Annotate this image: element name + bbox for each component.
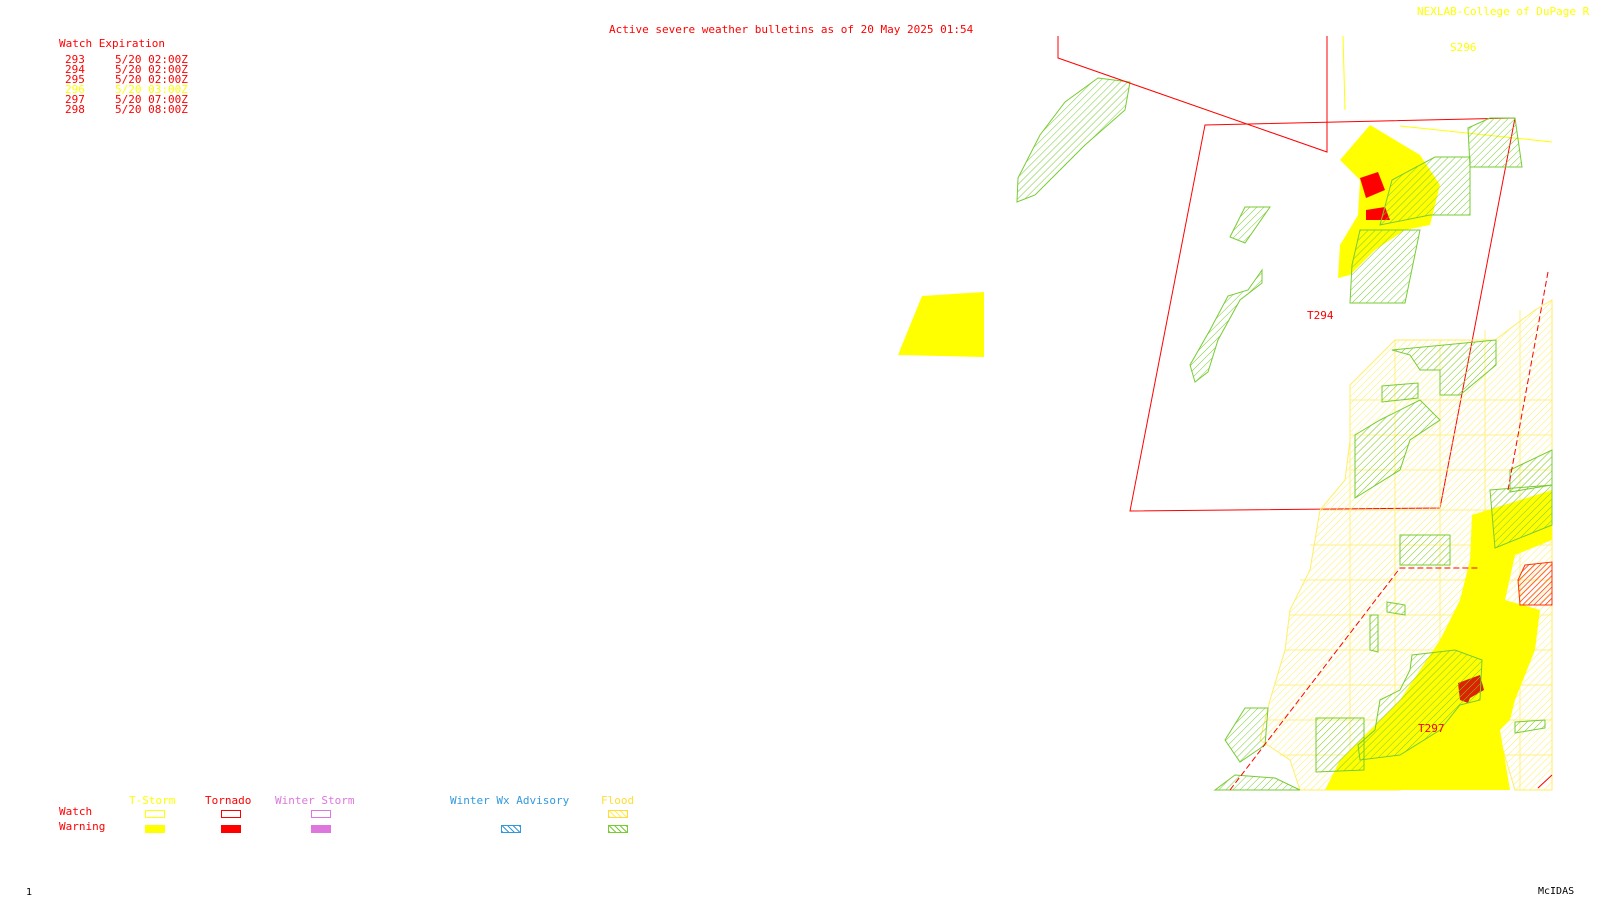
winter-storm-watch-swatch: [311, 810, 331, 818]
flood-warning-swatch: [608, 825, 628, 833]
legend-row-warning: Warning: [59, 820, 106, 833]
legend-tstorm-label: T-Storm: [129, 794, 176, 807]
watch-expiration-time: 5/20 02:00Z: [115, 63, 188, 76]
watch-row: 298 5/20 08:00Z: [65, 104, 188, 115]
tornado-warning-polygon: [1517, 561, 1553, 606]
tornado-warning-swatch: [221, 825, 241, 833]
watch-row: 294 5/20 02:00Z: [65, 64, 188, 75]
watch-label-s296: S296: [1450, 41, 1477, 54]
flood-warning-polygon: [1229, 206, 1271, 244]
watch-expiration-time: 5/20 02:00Z: [115, 73, 188, 86]
tstorm-warning-polygon: [898, 292, 984, 357]
frame-number: 1: [26, 887, 33, 898]
flood-warning-polygon: [1391, 339, 1497, 396]
watch-expiration-time: 5/20 02:00Z: [115, 53, 188, 66]
legend-winter-wx-advisory-label: Winter Wx Advisory: [450, 794, 570, 807]
tornado-watch-swatch: [221, 810, 241, 818]
watch-number: 298: [65, 103, 85, 116]
flood-warning-polygon: [1467, 117, 1523, 168]
flood-warning-polygon: [1399, 534, 1451, 566]
legend-tornado-label: Tornado: [205, 794, 252, 807]
flood-warning-polygon: [1379, 156, 1471, 226]
watch-expiration-time: 5/20 07:00Z: [115, 93, 188, 106]
flood-watch-swatch: [608, 810, 628, 818]
legend-flood-label: Flood: [601, 794, 635, 807]
watch-number: 297: [65, 93, 85, 106]
flood-warning-polygon: [1509, 449, 1553, 493]
flood-warning-polygon: [1369, 614, 1379, 653]
flood-warning-polygon: [1386, 601, 1406, 616]
watch-table-heading: Watch Expiration: [59, 37, 165, 50]
watch-number: 294: [65, 63, 85, 76]
tornado-watch-boundary: [1507, 271, 1549, 491]
flood-warning-polygon: [1224, 707, 1269, 763]
tstorm-watch-swatch: [145, 810, 165, 818]
flood-warning-polygon: [1213, 774, 1301, 791]
tornado-warning-polygon: [1360, 172, 1385, 198]
flood-warning-polygon: [1354, 399, 1441, 499]
tstorm-warning-swatch: [145, 825, 165, 833]
watch-label-t297: T297: [1418, 722, 1445, 735]
winter-storm-warning-swatch: [311, 825, 331, 833]
watch-number: 293: [65, 53, 85, 66]
flood-warning-polygon: [1357, 649, 1483, 761]
watch-expiration-time: 5/20 03:00Z: [115, 83, 188, 96]
flood-warning-polygon: [1189, 268, 1263, 383]
flood-warning-polygon: [1016, 77, 1131, 203]
brand-label: NEXLAB-College of DuPage R: [1417, 5, 1590, 18]
watch-row: 293 5/20 02:00Z: [65, 54, 188, 65]
legend-winter-storm-label: Winter Storm: [275, 794, 355, 807]
flood-warning-polygon: [1514, 719, 1546, 734]
watch-row: 297 5/20 07:00Z: [65, 94, 188, 105]
watch-row: 296 5/20 03:00Z: [65, 84, 188, 95]
watch-label-t294: T294: [1307, 309, 1334, 322]
page-title: Active severe weather bulletins as of 20…: [609, 23, 974, 36]
flood-warning-polygon: [1315, 717, 1365, 773]
watch-number: 296: [65, 83, 85, 96]
watch-number: 295: [65, 73, 85, 86]
flood-warning-polygon: [1381, 382, 1419, 403]
tornado-watch-boundary: [1057, 36, 1328, 153]
flood-warning-polygon: [1349, 229, 1421, 304]
watch-expiration-time: 5/20 08:00Z: [115, 103, 188, 116]
legend-row-watch: Watch: [59, 805, 93, 818]
tstorm-warning-polygon: [1325, 490, 1552, 790]
watch-row: 295 5/20 02:00Z: [65, 74, 188, 85]
tornado-watch-boundary: [1229, 567, 1480, 791]
app-name: McIDAS: [1538, 886, 1575, 897]
winter-wx-advisory-swatch: [501, 825, 521, 833]
